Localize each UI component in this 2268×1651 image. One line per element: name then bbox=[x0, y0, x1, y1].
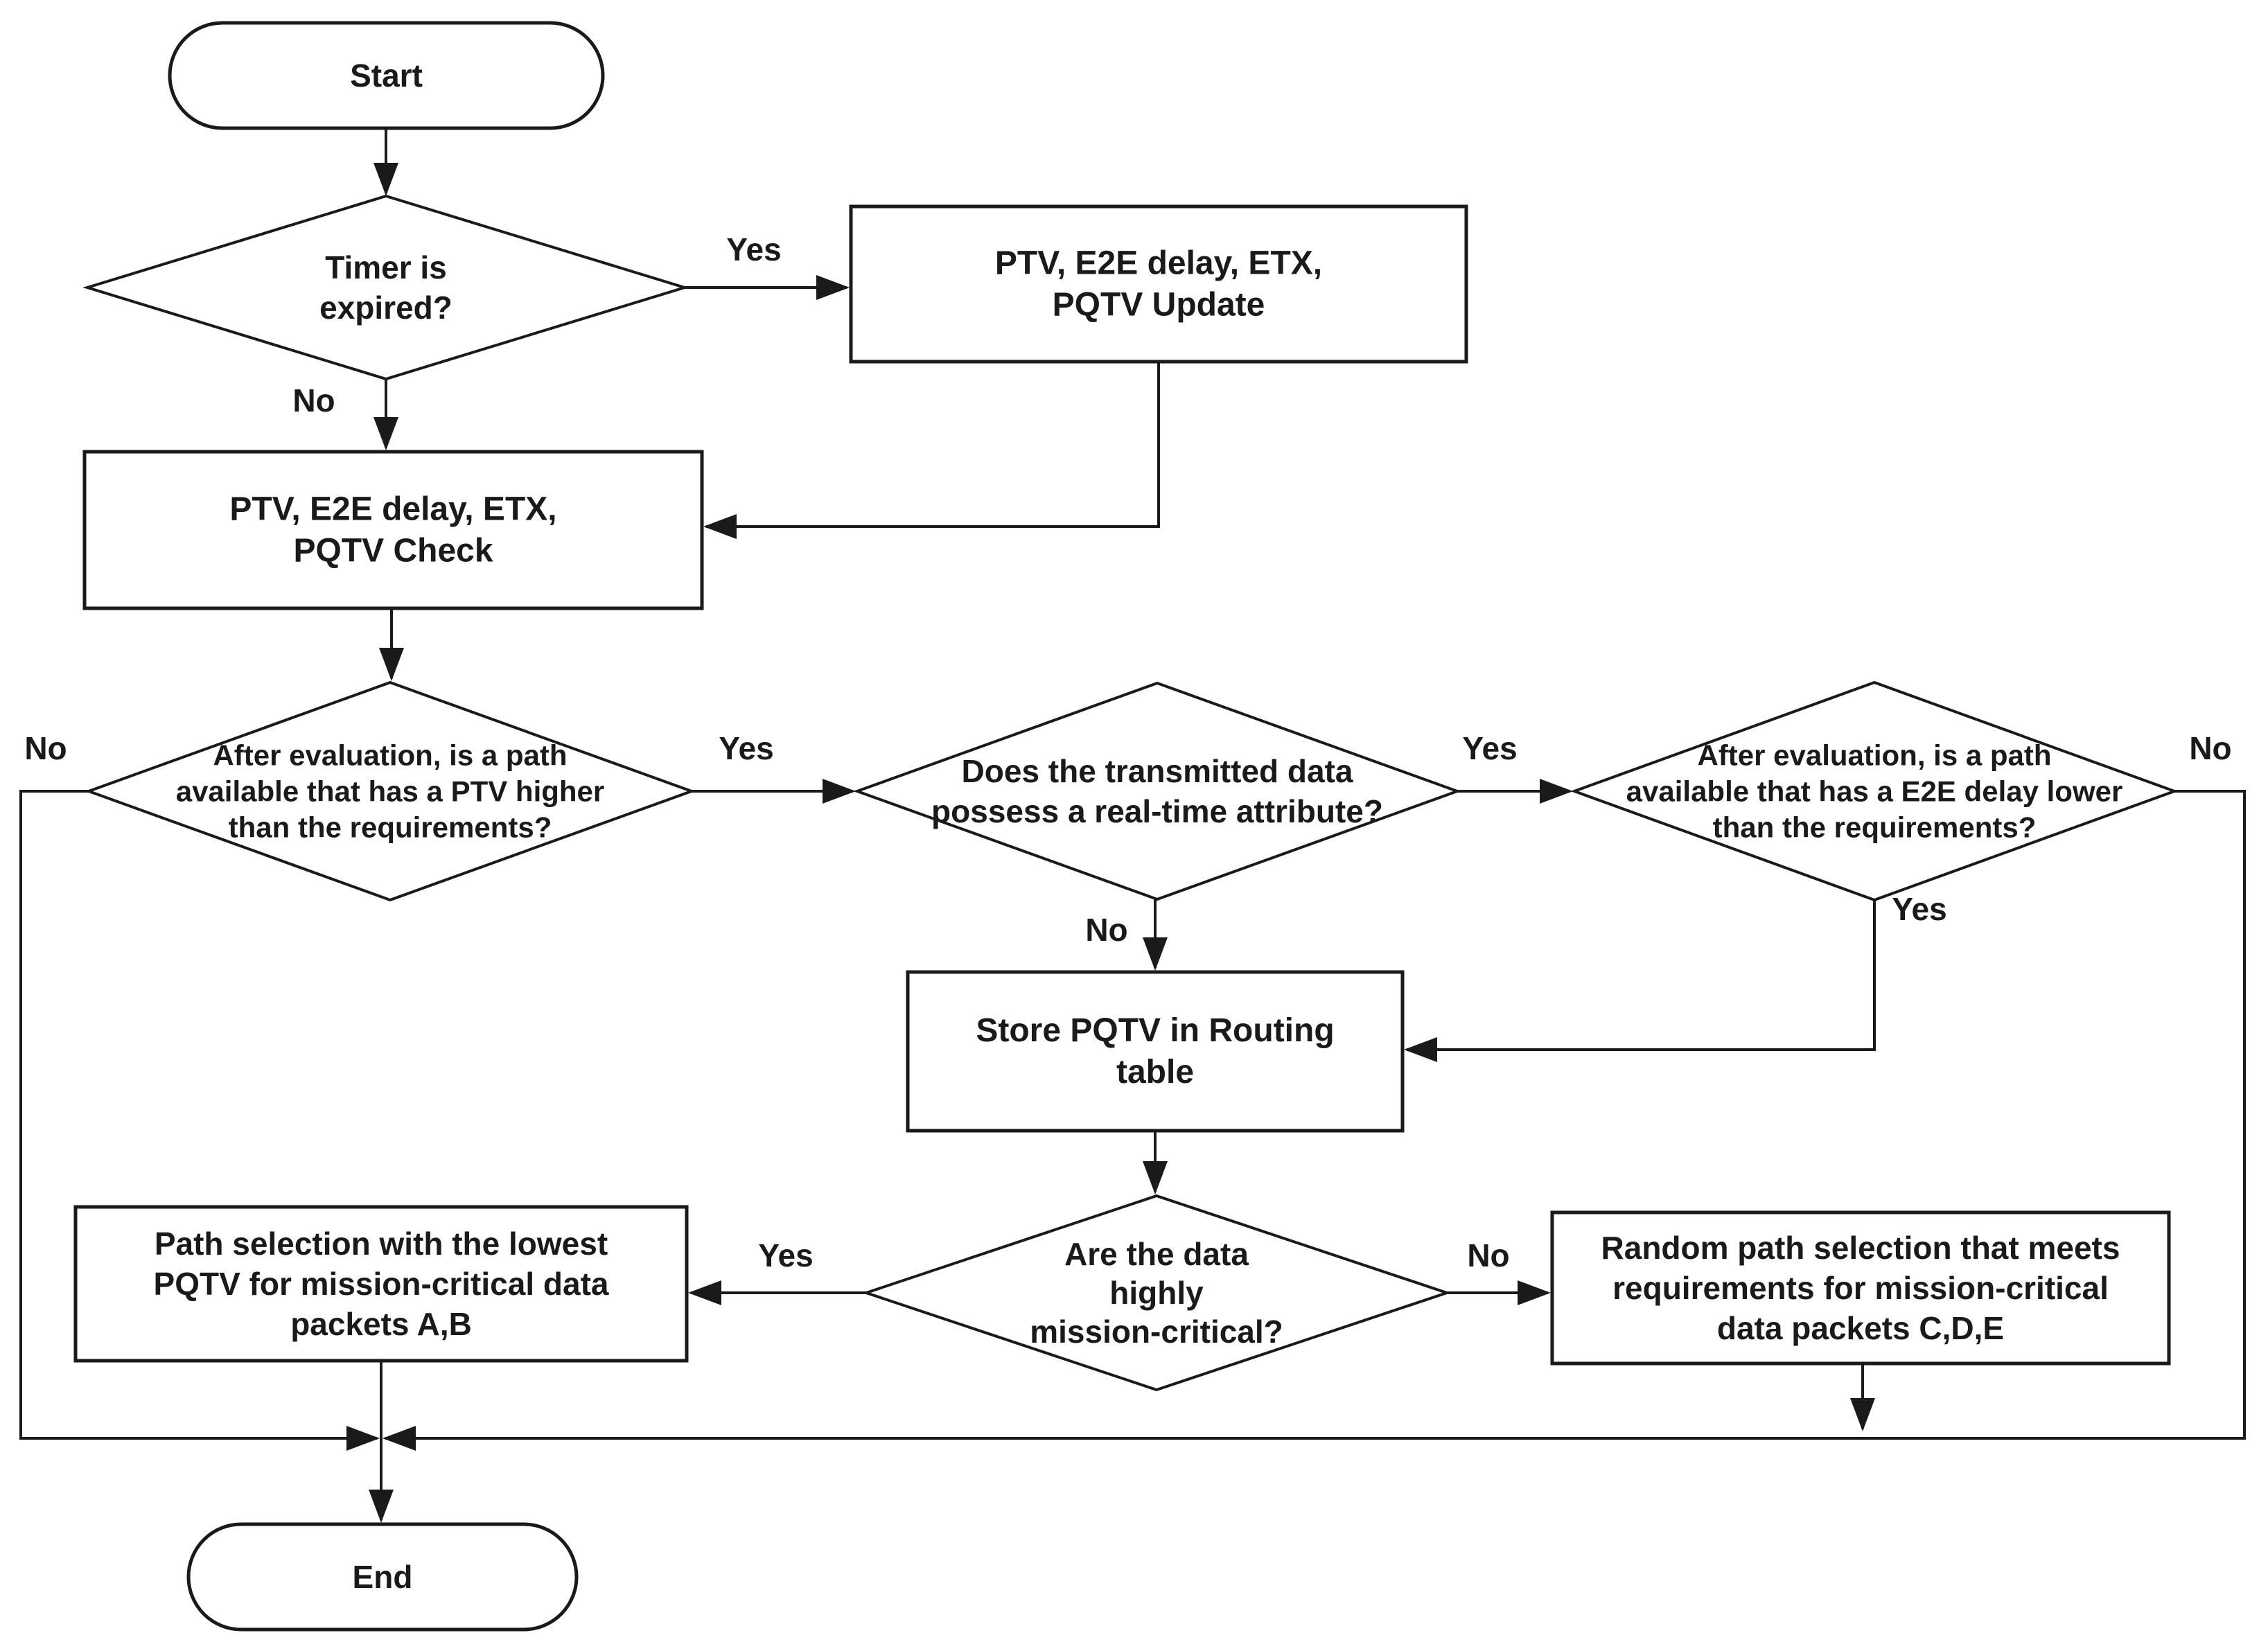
node-end: End bbox=[186, 1522, 579, 1632]
update-label: PTV, E2E delay, ETX,PQTV Update bbox=[995, 245, 1322, 324]
edge-ptveval-merge bbox=[19, 790, 380, 1451]
end-terminator-shape bbox=[186, 1522, 579, 1632]
ptv_eval-diamond-shape bbox=[85, 680, 696, 902]
edge-label-no-ptveval-merge: No bbox=[24, 730, 67, 766]
timer-diamond-shape bbox=[82, 194, 689, 381]
edge-label-no-critical-random: No bbox=[1467, 1237, 1509, 1273]
edge-label-yes-ptveval-realtime: Yes bbox=[719, 730, 773, 766]
edge-label-no-realtime-store: No bbox=[1085, 912, 1127, 948]
end-label: End bbox=[353, 1559, 413, 1595]
edge-update-check bbox=[703, 362, 1160, 539]
check-label: PTV, E2E delay, ETX,PQTV Check bbox=[229, 491, 556, 570]
store-process-shape bbox=[906, 970, 1405, 1133]
critical-diamond-shape bbox=[861, 1194, 1452, 1392]
realtime-diamond-shape bbox=[853, 681, 1461, 901]
node-start: Start bbox=[168, 21, 605, 130]
start-label: Start bbox=[350, 58, 423, 94]
update-process-shape bbox=[849, 204, 1468, 364]
node-update: PTV, E2E delay, ETX,PQTV Update bbox=[849, 204, 1468, 364]
check-process-shape bbox=[82, 450, 704, 610]
lowest-process-shape bbox=[73, 1205, 689, 1363]
edge-label-yes-realtime-e2e: Yes bbox=[1462, 730, 1517, 766]
edge-label-yes-e2e-store: Yes bbox=[1892, 891, 1946, 927]
random-process-shape bbox=[1550, 1210, 2171, 1366]
edge-label-no-timer-check: No bbox=[292, 382, 335, 418]
node-check: PTV, E2E delay, ETX,PQTV Check bbox=[82, 450, 704, 610]
edge-label-no-e2e-merge: No bbox=[2189, 730, 2231, 766]
start-terminator-shape bbox=[168, 21, 605, 130]
edge-e2e-merge bbox=[383, 790, 2246, 1451]
e2e_eval-diamond-shape bbox=[1570, 680, 2179, 902]
edge-label-yes-critical-lowest: Yes bbox=[758, 1237, 813, 1273]
edge-label-yes-timer-update: Yes bbox=[726, 231, 781, 267]
edge-e2e-store bbox=[1404, 899, 1876, 1062]
